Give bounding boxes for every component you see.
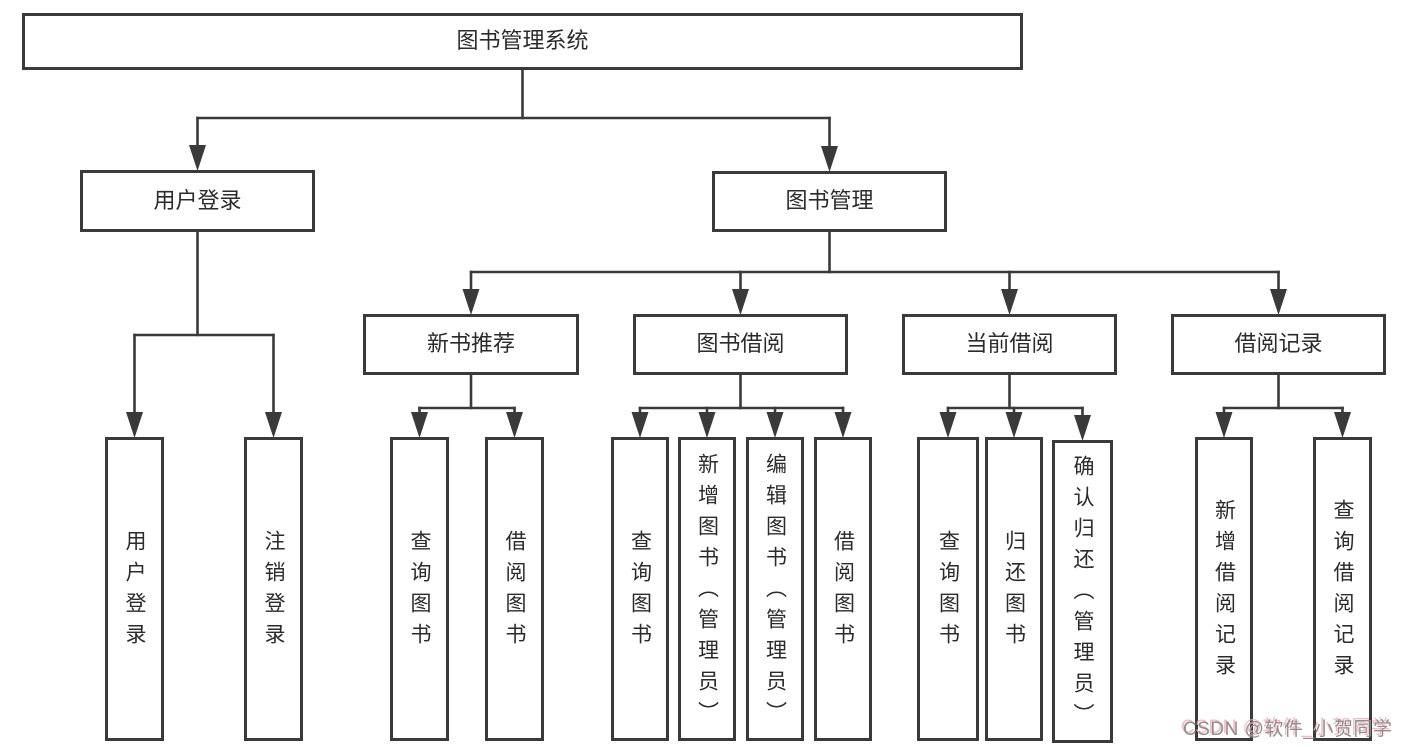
edges-book-mgmt xyxy=(462,228,1287,315)
node-leaf-confirm-return: 确认归还（管理员） xyxy=(1052,440,1113,743)
node-label: 图书借阅 xyxy=(696,331,785,357)
node-label: 用户登录 xyxy=(153,187,242,213)
csdn-watermark: CSDN @软件_小贺同学 xyxy=(1183,719,1393,740)
node-label: 编辑图书（管理员） xyxy=(763,452,787,732)
node-leaf-borrow-books-1: 借阅图书 xyxy=(485,437,544,741)
arrowhead xyxy=(189,145,206,171)
edges-current-borrow xyxy=(939,371,1091,441)
node-book-mgmt: 图书管理 xyxy=(712,171,947,232)
node-label: 新书推荐 xyxy=(426,331,515,357)
arrowhead xyxy=(462,289,480,315)
node-current-borrow: 当前借阅 xyxy=(902,314,1117,375)
edges-user-login xyxy=(126,228,282,438)
arrowhead xyxy=(1270,289,1287,315)
node-label: 新增图书（管理员） xyxy=(695,452,719,732)
arrowhead xyxy=(1074,415,1091,441)
arrowhead xyxy=(1001,289,1018,315)
node-label: 查询图书 xyxy=(408,530,431,654)
node-label: 查询图书 xyxy=(628,530,652,654)
node-leaf-logout: 注销登录 xyxy=(244,437,303,741)
arrowhead xyxy=(411,412,428,438)
arrowhead xyxy=(766,412,784,438)
node-label: 借阅记录 xyxy=(1234,331,1323,357)
edges-new-book-rec xyxy=(411,371,523,438)
node-leaf-user-login: 用户登录 xyxy=(105,437,164,741)
node-leaf-query-borrow-record: 查询借阅记录 xyxy=(1313,437,1372,741)
edges-root xyxy=(189,66,838,172)
node-label: 注销登录 xyxy=(262,530,285,654)
node-leaf-query-books-3: 查询图书 xyxy=(917,437,979,741)
arrowhead xyxy=(732,289,749,315)
node-label: 新增借阅记录 xyxy=(1212,499,1236,685)
arrowhead xyxy=(126,412,143,438)
arrowhead xyxy=(631,412,649,438)
arrowhead xyxy=(1005,412,1023,438)
node-leaf-add-book: 新增图书（管理员） xyxy=(678,437,736,741)
node-borrow-records: 借阅记录 xyxy=(1171,314,1386,375)
node-label: 确认归还（管理员） xyxy=(1071,455,1094,734)
node-label: 查询图书 xyxy=(936,530,960,654)
arrowhead xyxy=(698,412,716,438)
node-label: 用户登录 xyxy=(123,530,146,654)
node-label: 借阅图书 xyxy=(831,530,855,654)
node-leaf-return-book: 归还图书 xyxy=(985,437,1043,741)
node-leaf-borrow-books-2: 借阅图书 xyxy=(814,437,872,741)
node-book-borrow: 图书借阅 xyxy=(633,314,848,375)
node-label: 当前借阅 xyxy=(965,331,1054,357)
node-leaf-query-books-1: 查询图书 xyxy=(390,437,449,741)
node-leaf-query-books-2: 查询图书 xyxy=(611,437,669,741)
node-label: 图书管理系统 xyxy=(456,28,589,54)
arrowhead xyxy=(821,146,838,172)
node-leaf-add-borrow-record: 新增借阅记录 xyxy=(1195,437,1253,741)
node-user-login: 用户登录 xyxy=(80,170,315,232)
node-root: 图书管理系统 xyxy=(22,13,1023,70)
edges-borrow-records xyxy=(1215,371,1351,438)
edges-book-borrow xyxy=(631,371,852,438)
arrowhead xyxy=(1215,412,1233,438)
node-new-book-rec: 新书推荐 xyxy=(363,314,579,375)
arrowhead xyxy=(506,412,523,438)
node-label: 查询借阅记录 xyxy=(1331,499,1354,685)
arrowhead xyxy=(265,412,282,438)
node-label: 归还图书 xyxy=(1002,530,1026,654)
arrowhead xyxy=(1334,412,1351,438)
node-leaf-edit-book: 编辑图书（管理员） xyxy=(746,437,804,741)
arrowhead xyxy=(939,412,957,438)
node-label: 图书管理 xyxy=(785,188,874,214)
node-label: 借阅图书 xyxy=(503,530,526,654)
arrowhead xyxy=(834,412,852,438)
